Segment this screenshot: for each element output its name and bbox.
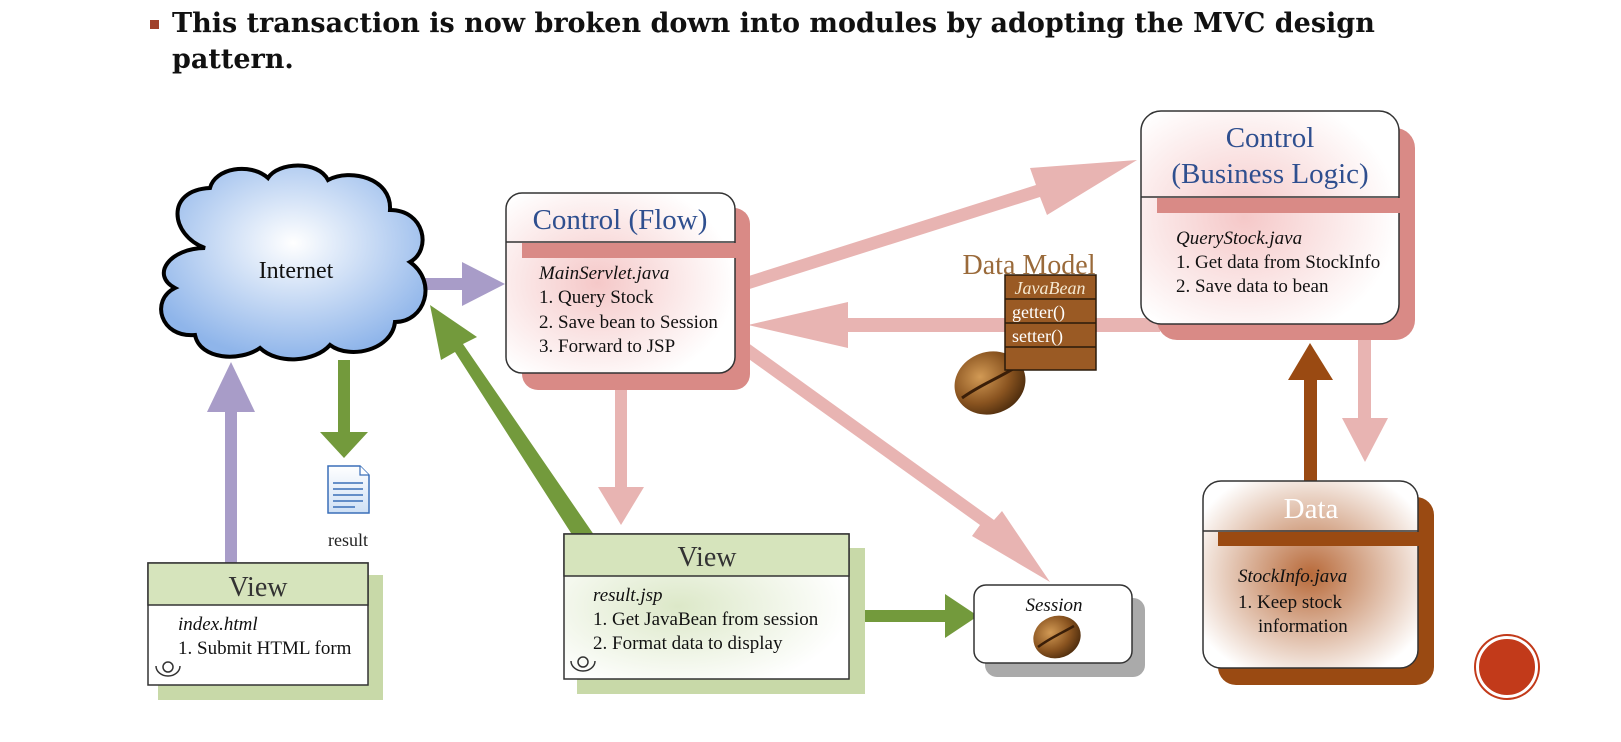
- control-flow-title: Control (Flow): [533, 204, 708, 236]
- internet-cloud: Internet: [159, 163, 428, 362]
- control-flow-step2: 2. Save bean to Session: [539, 312, 718, 333]
- view-index-step1: 1. Submit HTML form: [178, 638, 352, 659]
- coffee-bean-icon: [1033, 615, 1081, 659]
- javabean-label: JavaBean: [1015, 278, 1086, 298]
- getter-label: getter(): [1012, 302, 1065, 323]
- arrow-internet-to-result: [320, 360, 368, 458]
- control-logic-step1: 1. Get data from StockInfo: [1176, 252, 1380, 273]
- control-logic-file: QueryStock.java: [1176, 228, 1302, 249]
- session-box: Session: [973, 584, 1145, 677]
- result-label: result: [328, 530, 368, 550]
- control-logic-step2: 2. Save data to bean: [1176, 276, 1329, 297]
- view-result-box: View result.jsp 1. Get JavaBean from ses…: [563, 533, 865, 694]
- data-box: Data StockInfo.java 1. Keep stock inform…: [1202, 480, 1434, 685]
- view-index-file: index.html: [178, 614, 258, 635]
- data-file: StockInfo.java: [1238, 566, 1347, 587]
- control-flow-step1: 1. Query Stock: [539, 287, 654, 308]
- result-document: result: [327, 465, 370, 550]
- data-step1-cont: information: [1258, 616, 1348, 637]
- arrow-internet-to-control: [425, 262, 505, 306]
- arrow-control-to-view: [598, 372, 644, 525]
- internet-label: Internet: [259, 258, 334, 284]
- view-index-box: View index.html 1. Submit HTML form: [147, 562, 383, 700]
- bullet-marker: [150, 20, 159, 29]
- view-result-title: View: [678, 542, 738, 573]
- view-result-step1: 1. Get JavaBean from session: [593, 609, 819, 630]
- view-index-title: View: [229, 572, 289, 603]
- arrow-logic-to-control: [748, 302, 1160, 348]
- bullet-text: This transaction is now broken down into…: [172, 8, 1375, 75]
- document-icon: [327, 465, 370, 514]
- view-corner-icon: [570, 656, 596, 672]
- control-flow-file: MainServlet.java: [538, 263, 669, 284]
- data-title: Data: [1284, 493, 1339, 525]
- setter-label: setter(): [1012, 326, 1063, 347]
- control-logic-title-1: Control: [1226, 122, 1315, 154]
- arrow-view-to-session: [848, 594, 978, 638]
- view-corner-icon: [155, 661, 181, 677]
- view-result-file: result.jsp: [593, 585, 663, 606]
- arrow-control-to-logic: [695, 160, 1137, 305]
- slide-nav-button[interactable]: [1476, 636, 1538, 698]
- arrow-view-to-internet: [207, 362, 255, 565]
- arrow-data-to-logic: [1288, 343, 1333, 485]
- control-logic-box: Control (Business Logic) QueryStock.java…: [1140, 110, 1415, 340]
- data-step1: 1. Keep stock: [1238, 592, 1342, 613]
- arrow-result-view-to-internet: [430, 305, 603, 558]
- data-model: Data Model JavaBean getter() setter(): [954, 250, 1097, 415]
- control-logic-title-2: (Business Logic): [1171, 158, 1368, 190]
- control-flow-step3: 3. Forward to JSP: [539, 336, 675, 357]
- control-flow-box: Control (Flow) MainServlet.java 1. Query…: [505, 192, 750, 390]
- arrow-control-to-session: [725, 332, 1050, 582]
- view-result-step2: 2. Format data to display: [593, 633, 783, 654]
- session-label: Session: [1026, 595, 1083, 616]
